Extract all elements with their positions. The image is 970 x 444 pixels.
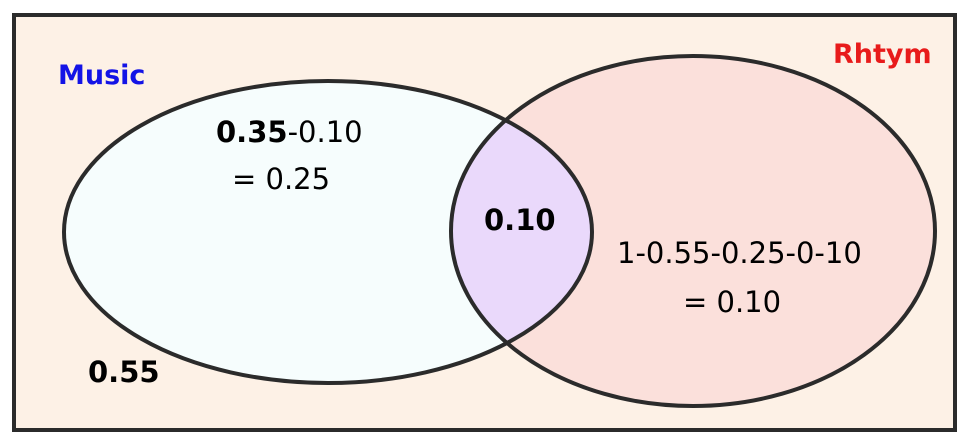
outside-value: 0.55 — [88, 355, 160, 389]
music-set-label: Music — [58, 60, 146, 91]
intersection-value: 0.10 — [484, 203, 556, 237]
rhythm-only-line1: 1-0.55-0.25-0-10 — [617, 236, 862, 270]
music-only-result: = 0.25 — [232, 162, 331, 196]
rhythm-only-result: = 0.10 — [683, 285, 782, 319]
music-only-given-value: 0.35 — [216, 115, 288, 149]
rhythm-circle-outline — [449, 54, 937, 408]
music-circle — [64, 81, 592, 383]
music-only-line1: 0.35-0.10 — [216, 118, 363, 147]
rhythm-set-label: Rhtym — [833, 39, 932, 70]
rhythm-circle — [451, 56, 935, 406]
music-only-subtraction: -0.10 — [287, 115, 363, 149]
music-circle-outline — [62, 79, 594, 385]
